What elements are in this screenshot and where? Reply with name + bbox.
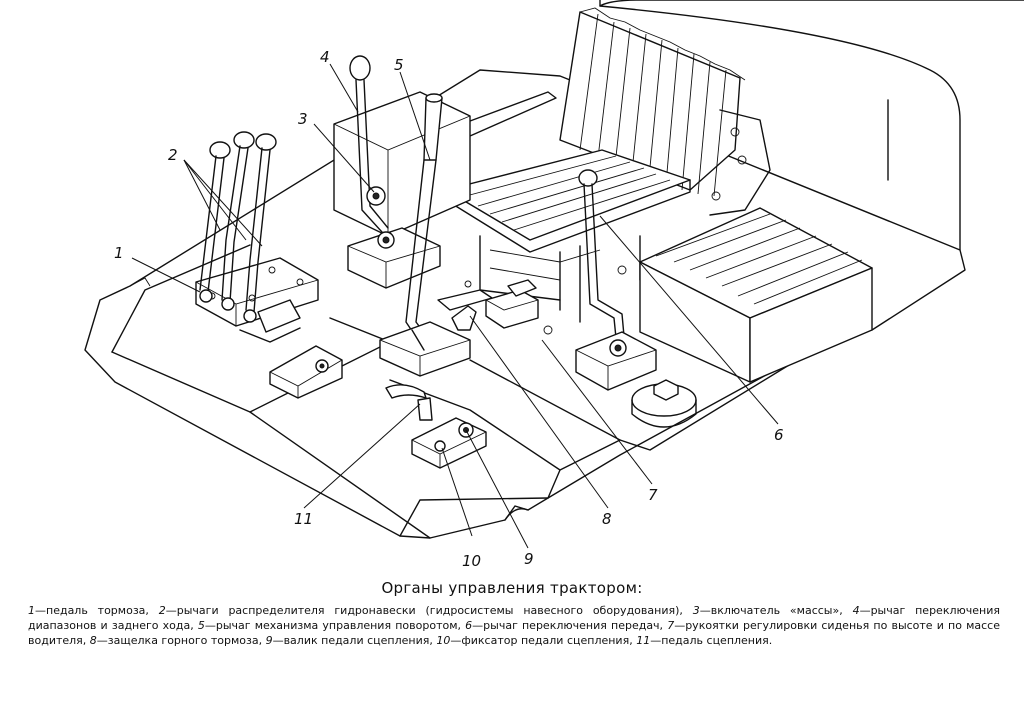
legend-entry-text: —рычаги распределителя гидронавески (гид… — [165, 604, 693, 617]
figure-legend: 1—педаль тормоза, 2—рычаги распределител… — [28, 603, 1000, 648]
callout-1: 1 — [114, 244, 124, 262]
legend-entry: 2—рычаги распределителя гидронавески (ги… — [159, 604, 693, 617]
legend-entry-text: —рычаг переключения передач, — [472, 619, 668, 632]
legend-entry: 4—рычаг переключения диапазонов и заднег… — [28, 604, 1000, 632]
callout-numbers: 1 2 3 4 5 6 7 8 9 10 11 — [114, 48, 784, 570]
legend-entry-number: 6 — [465, 619, 473, 632]
seat-adjust-handles — [437, 279, 539, 331]
gear-shift-lever — [575, 169, 657, 391]
legend-entry-text: —фиксатор педали сцепления, — [450, 634, 637, 647]
tractor-controls-drawing: 1 2 3 4 5 6 7 8 9 10 11 — [84, 0, 1024, 570]
legend-entry-number: 5 — [197, 619, 205, 632]
cab-rear-panel — [599, 0, 1024, 251]
legend-entry: 7—рукоятки регулировки сиденья по высоте… — [28, 619, 1000, 647]
callout-4: 4 — [320, 48, 330, 66]
range-lever-base — [347, 227, 441, 289]
callout-2: 2 — [168, 146, 178, 164]
distributor-levers — [199, 131, 277, 323]
legend-entry-number: 3 — [692, 604, 700, 617]
legend-entry-text: —педаль сцепления. — [650, 634, 773, 647]
leader-lines — [131, 63, 779, 549]
legend-entry-number: 1 — [28, 604, 35, 617]
callout-10: 10 — [462, 552, 481, 570]
legend-entry-text: —включатель «массы», — [699, 604, 853, 617]
range-reverse-lever — [349, 55, 389, 233]
steering-lever — [379, 93, 471, 377]
legend-entry: 3—включатель «массы», — [693, 604, 853, 617]
legend-entry: 11—педаль сцепления. — [636, 634, 772, 647]
figure-caption-title: Органы управления трактором: — [381, 579, 643, 597]
legend-entry: 1—педаль тормоза, — [28, 604, 159, 617]
floor-hatch-cover — [631, 379, 697, 428]
legend-entry-text: —рычаг переключения диапазонов и заднего… — [28, 604, 1000, 632]
legend-entry-text: —рычаг механизма управления поворотом, — [204, 619, 466, 632]
legend-entry-text: —рукоятки регулировки сиденья по высоте … — [28, 619, 1000, 647]
callout-3: 3 — [298, 110, 308, 128]
legend-entry-number: 11 — [636, 634, 651, 647]
callout-9: 9 — [524, 550, 534, 568]
legend-entry-number: 7 — [667, 619, 675, 632]
callout-5: 5 — [394, 56, 404, 74]
legend-entry-number: 8 — [89, 634, 97, 647]
legend-entry-number: 4 — [852, 604, 860, 617]
legend-entry-text: —защелка горного тормоза, — [96, 634, 266, 647]
legend-entry: 6—рычаг переключения передач, — [465, 619, 667, 632]
right-console-box — [639, 207, 873, 383]
callout-6: 6 — [774, 426, 784, 444]
legend-entry: 5—рычаг механизма управления поворотом, — [198, 619, 465, 632]
callout-8: 8 — [602, 510, 612, 528]
clutch-pedal-assembly — [385, 384, 487, 469]
legend-entry: 9—валик педали сцепления, — [266, 634, 437, 647]
legend-entry-number: 2 — [158, 604, 166, 617]
legend-entry: 8—защелка горного тормоза, — [90, 634, 266, 647]
legend-entry-text: —педаль тормоза, — [35, 604, 159, 617]
callout-7: 7 — [648, 486, 658, 504]
brake-pedal — [269, 345, 343, 399]
legend-entry-number: 10 — [436, 634, 451, 647]
cab-floor — [84, 69, 966, 539]
legend-entry-text: —валик педали сцепления, — [272, 634, 437, 647]
rear-housing — [333, 91, 471, 237]
legend-entry: 10—фиксатор педали сцепления, — [436, 634, 636, 647]
driver-seat — [445, 7, 771, 335]
legend-entry-number: 9 — [265, 634, 273, 647]
callout-11: 11 — [294, 510, 313, 528]
